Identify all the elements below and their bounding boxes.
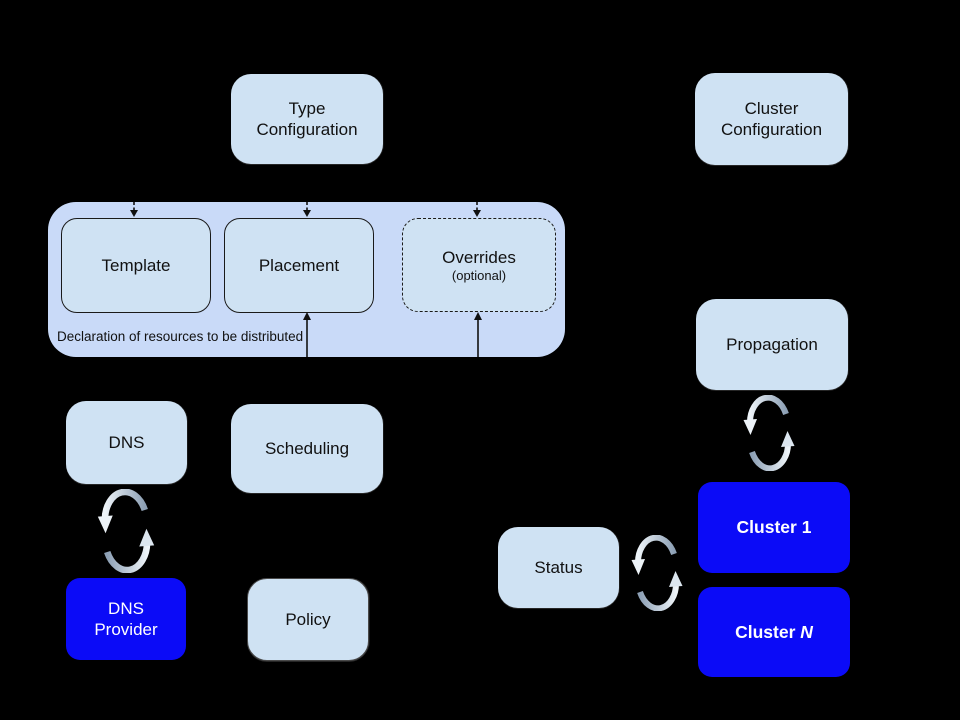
node-dns-label: DNS	[108, 433, 145, 452]
node-template-label: Template	[101, 256, 171, 275]
node-cluster-n-label: Cluster N	[735, 621, 813, 642]
node-cluster-1: Cluster 1	[698, 482, 850, 573]
arrow-down-into-template-icon	[130, 202, 138, 217]
node-type-configuration: Type Configuration	[231, 74, 383, 164]
node-policy-label: Policy	[285, 610, 331, 629]
node-dns-provider: DNS Provider	[66, 578, 186, 660]
node-dns: DNS	[66, 401, 187, 484]
node-placement: Placement	[224, 218, 374, 313]
node-cluster-configuration: Cluster Configuration	[695, 73, 848, 165]
node-dns-provider-label: DNS Provider	[94, 599, 158, 639]
node-overrides: Overrides (optional)	[402, 218, 556, 312]
node-template: Template	[61, 218, 211, 313]
node-placement-label: Placement	[258, 256, 340, 275]
node-cluster-configuration-label: Cluster Configuration	[720, 99, 823, 139]
arrow-up-into-overrides-icon	[474, 312, 482, 357]
node-status: Status	[498, 527, 619, 608]
declaration-panel: Template Placement Overrides (optional)	[48, 202, 565, 357]
sync-icon	[742, 395, 796, 471]
node-scheduling: Scheduling	[231, 404, 383, 493]
node-status-label: Status	[534, 558, 583, 577]
arrow-down-into-placement-icon	[303, 202, 311, 217]
node-scheduling-label: Scheduling	[264, 439, 350, 458]
arrow-down-into-overrides-icon	[473, 202, 481, 217]
panel-caption: Declaration of resources to be distribut…	[57, 329, 304, 344]
node-propagation-label: Propagation	[726, 335, 818, 354]
arrow-up-into-placement-icon	[303, 312, 311, 357]
node-type-configuration-label: Type Configuration	[256, 99, 358, 139]
node-cluster-n: Cluster N	[698, 587, 850, 677]
node-propagation: Propagation	[696, 299, 848, 390]
node-cluster-1-label: Cluster 1	[736, 517, 812, 537]
node-overrides-label: Overrides	[442, 247, 516, 267]
sync-icon	[630, 535, 684, 611]
node-policy: Policy	[247, 578, 369, 661]
node-overrides-optional-label: (optional)	[451, 267, 507, 283]
sync-icon	[97, 489, 155, 573]
